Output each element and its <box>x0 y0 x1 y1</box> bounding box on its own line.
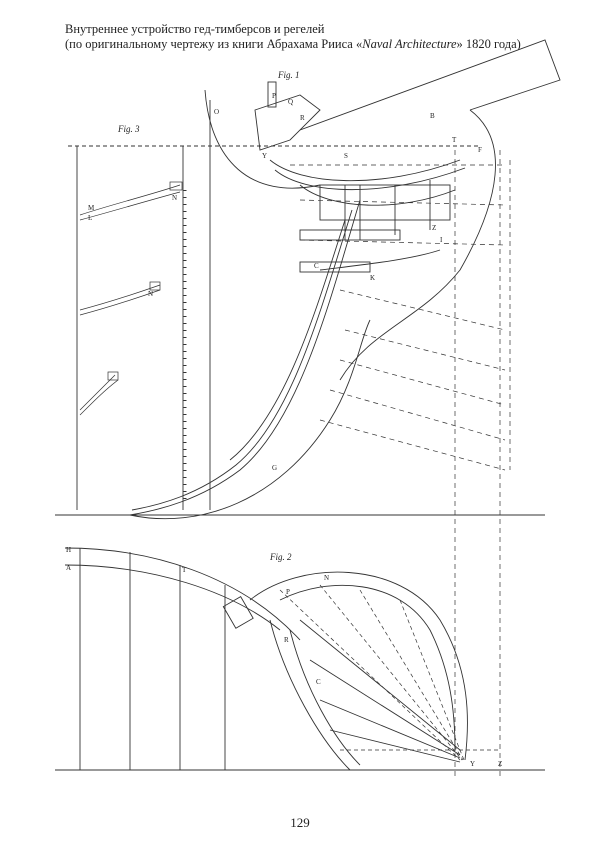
rail-plan <box>319 699 461 759</box>
projection-line <box>329 389 506 441</box>
stem-curve-inner <box>131 209 353 511</box>
projection-line <box>339 359 506 406</box>
detail-rail <box>79 289 161 316</box>
head-rail <box>274 167 466 191</box>
letter-label: Z <box>498 760 502 768</box>
fig-1-label: Fig. 1 <box>277 70 300 80</box>
letter-label: H <box>66 546 71 554</box>
plan-block <box>222 595 254 629</box>
detail-rail <box>79 191 181 221</box>
letter-label: K <box>370 274 375 282</box>
sheer-curve <box>64 547 301 641</box>
caption-line-1: Внутреннее устройство гед-тимберсов и ре… <box>65 22 325 36</box>
letter-label: C <box>316 678 321 686</box>
detail-rail <box>79 184 181 216</box>
letter-label: G <box>272 464 277 472</box>
letter-label: Q <box>288 98 293 106</box>
letter-label: M <box>88 204 95 212</box>
rail-plan <box>329 729 461 763</box>
cheek-block <box>319 184 451 221</box>
caption-line-2-suffix: » 1820 года) <box>456 37 521 51</box>
projection-line <box>299 239 506 246</box>
plan-projection <box>319 584 463 761</box>
projection-line <box>299 199 506 206</box>
cross-piece <box>299 229 401 241</box>
detail-block <box>107 371 119 381</box>
sheer-curve-lower <box>64 564 281 631</box>
trail-board <box>319 249 441 271</box>
letter-label: N <box>324 574 329 582</box>
letter-label: Y <box>470 760 475 768</box>
letter-label: S <box>344 152 348 160</box>
head-rail <box>269 159 461 182</box>
letter-label: C <box>314 262 319 270</box>
caption-line-2: (по оригинальному чертежу из книги Абрах… <box>65 37 545 52</box>
detail-block <box>169 181 183 191</box>
head-rail <box>299 184 456 206</box>
letter-label: R <box>300 114 305 122</box>
detail-block <box>149 281 161 291</box>
detail-rail <box>79 379 119 416</box>
cross-piece <box>299 261 371 273</box>
bow-upper <box>299 39 561 131</box>
letter-label: P <box>286 588 290 596</box>
forefoot <box>129 319 371 520</box>
plan-projection <box>359 589 464 761</box>
letter-label: L <box>88 214 92 222</box>
detail-rail <box>79 284 161 311</box>
letter-label: T <box>452 136 457 144</box>
page-number: 129 <box>290 815 310 830</box>
fig-2-label: Fig. 2 <box>269 552 292 562</box>
figure-caption: Внутреннее устройство гед-тимберсов и ре… <box>65 22 545 52</box>
plan-projection <box>399 599 465 761</box>
letter-label: Z <box>432 224 436 232</box>
letter-label: B <box>430 112 435 120</box>
caption-line-2-prefix: (по оригинальному чертежу из книги Абрах… <box>65 37 363 51</box>
stem-plan-outer <box>269 619 351 771</box>
rail-plan <box>309 659 461 756</box>
caption-book-title: Naval Architecture <box>362 37 457 51</box>
detail-rail <box>79 374 116 411</box>
rail-plan <box>299 619 461 751</box>
projection-line <box>344 329 506 371</box>
letter-label: F <box>478 146 482 154</box>
letter-label: O <box>214 108 219 116</box>
letter-label: P <box>272 92 276 100</box>
projection-line <box>339 289 506 331</box>
letter-label: N <box>148 290 153 298</box>
stem-curve-outer <box>129 199 361 516</box>
head-plan-arc-inner <box>279 584 456 751</box>
fig-3-label: Fig. 3 <box>117 124 140 134</box>
letter-label: Y <box>262 152 267 160</box>
letter-label: I <box>440 236 443 244</box>
letter-label: T <box>182 566 187 574</box>
figurehead <box>254 94 321 151</box>
letter-label: R <box>284 636 289 644</box>
knighthead <box>267 81 277 108</box>
cutwater <box>339 109 496 381</box>
projection-line <box>319 419 506 471</box>
plan-projection <box>279 589 461 761</box>
head-plan-arc <box>249 571 468 761</box>
letter-label: A <box>66 564 71 572</box>
stem-outer <box>204 89 321 189</box>
letter-label: N <box>172 194 177 202</box>
stem-plan-inner <box>289 629 361 766</box>
stem-curve-middle <box>229 219 346 461</box>
